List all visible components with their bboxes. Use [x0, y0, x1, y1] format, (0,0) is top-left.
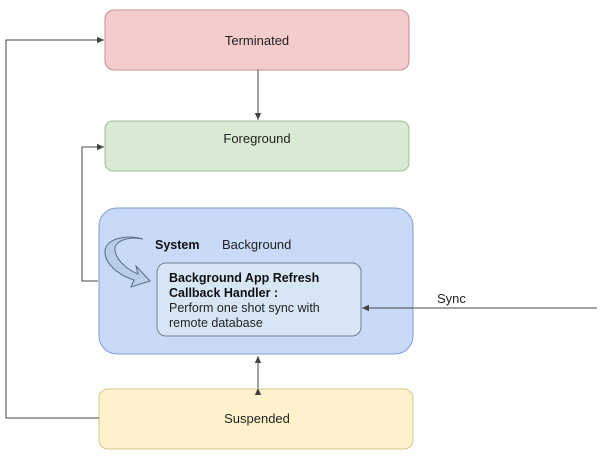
- foreground-box: [104, 120, 410, 172]
- handler-body-line-2: remote database: [169, 316, 263, 330]
- callback-handler-box: [156, 262, 362, 337]
- suspended-label: Suspended: [224, 411, 290, 426]
- terminated-box: [104, 9, 410, 71]
- terminated-state: Terminated: [104, 9, 410, 71]
- system-curved-arrow-icon: [104, 236, 151, 288]
- callback-handler: Background App Refresh Callback Handler …: [156, 262, 362, 337]
- system-label: System: [155, 238, 199, 252]
- handler-title-line-2: Callback Handler :: [169, 286, 278, 300]
- suspended-state: Suspended: [98, 388, 414, 450]
- background-to-foreground-arrow: [81, 143, 104, 282]
- outer-loop-arrow: [5, 36, 104, 419]
- foreground-label: Foreground: [223, 131, 290, 146]
- terminated-label: Terminated: [225, 33, 289, 48]
- foreground-state: Foreground: [104, 120, 410, 172]
- system-indicator: System: [104, 236, 199, 288]
- background-label: Background: [222, 237, 291, 252]
- handler-title-line-1: Background App Refresh: [169, 271, 319, 285]
- sync-label: Sync: [437, 291, 466, 306]
- handler-body-line-1: Perform one shot sync with: [169, 301, 320, 315]
